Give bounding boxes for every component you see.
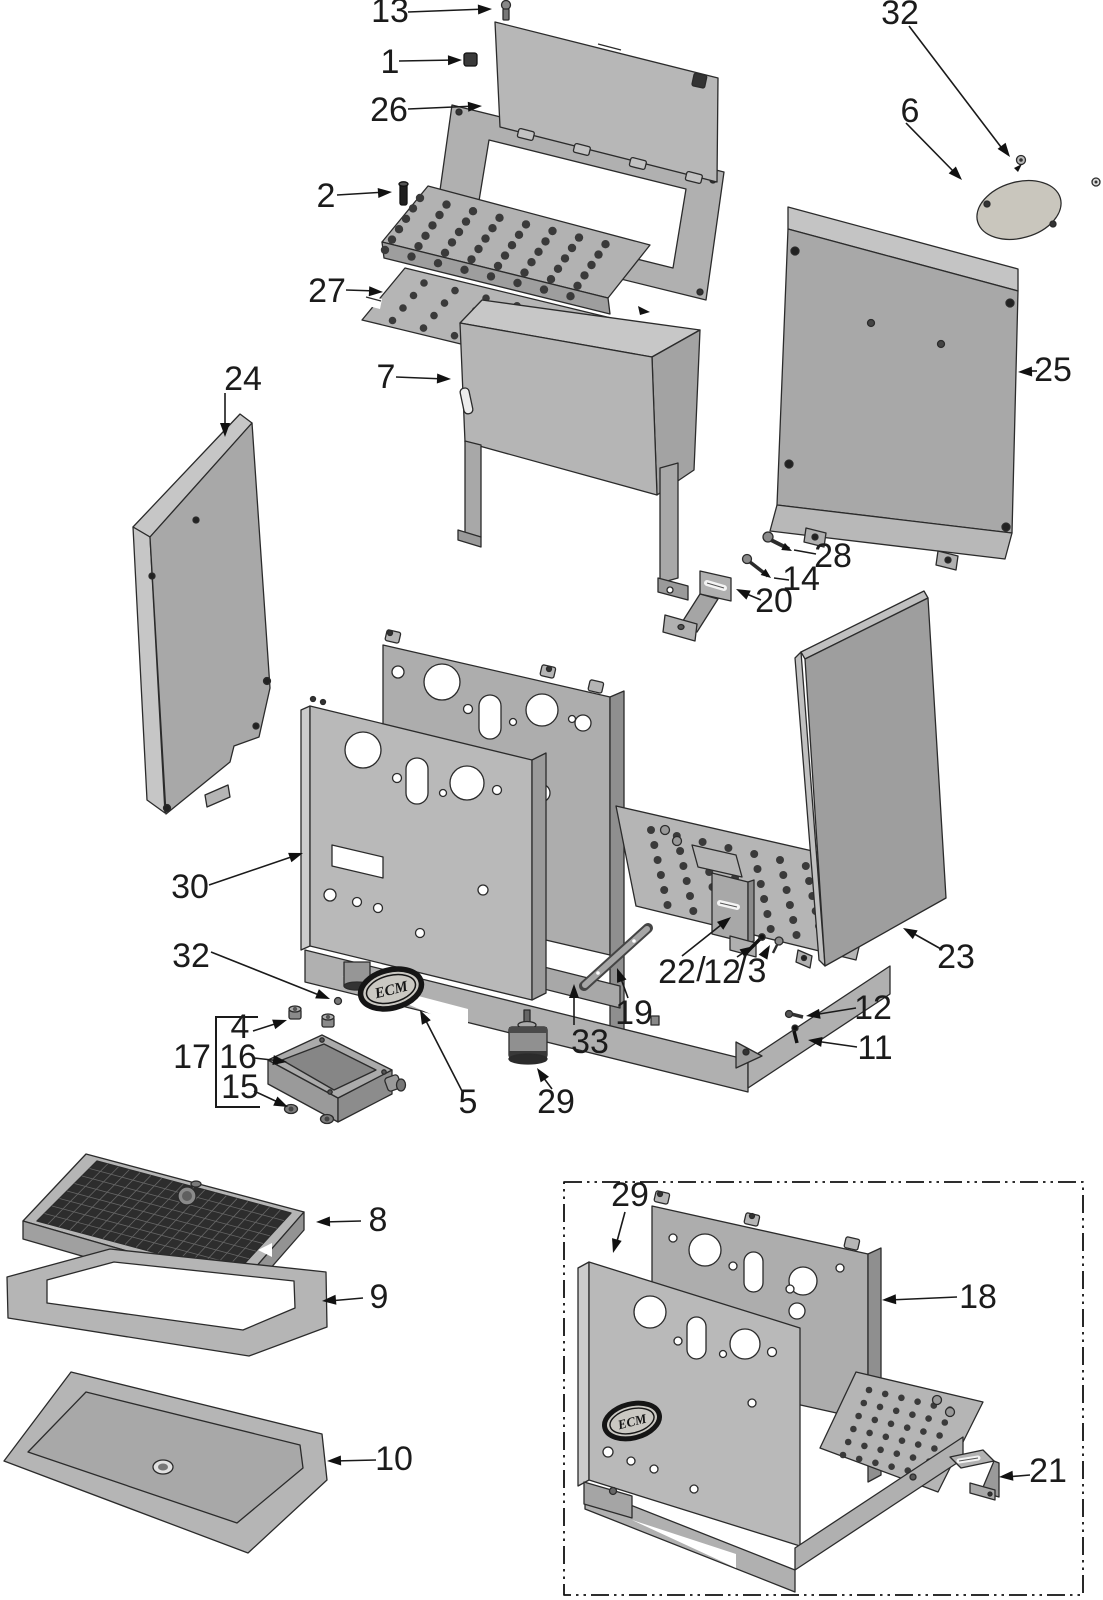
callout-29-inset: 29: [611, 1176, 649, 1214]
callout-24: 24: [224, 360, 262, 398]
callout-21: 21: [1029, 1452, 1067, 1490]
callout-30: 30: [171, 868, 209, 906]
callout-7: 7: [376, 358, 396, 396]
callout-5: 5: [458, 1083, 478, 1121]
ecm-badge-text-inset: ECM: [615, 1411, 648, 1433]
callout-2: 2: [316, 177, 336, 215]
cup-tray-lid: [494, 21, 719, 185]
callout-10: 10: [375, 1440, 413, 1478]
callout-17: 17: [173, 1038, 211, 1076]
arrowheads: [220, 4, 1033, 1481]
callout-1: 1: [380, 43, 400, 81]
callout-18: 18: [959, 1278, 997, 1316]
callout-15: 15: [221, 1068, 259, 1106]
callout-27: 27: [308, 272, 346, 310]
callout-12-right: 12: [854, 989, 892, 1027]
inset-detail-box: ECM: [563, 1181, 1084, 1596]
machine-foot-29: [508, 1009, 548, 1065]
callout-26: 26: [370, 91, 408, 129]
callout-23: 23: [937, 938, 975, 976]
callout-6: 6: [900, 92, 920, 130]
callout-19: 19: [615, 994, 653, 1032]
callout-13: 13: [371, 0, 409, 30]
callout-20: 20: [755, 582, 793, 620]
small-hardware-top: [398, 0, 650, 315]
bracket-20: [662, 570, 732, 642]
callout-slash-1: /: [696, 951, 706, 989]
callout-9: 9: [369, 1278, 389, 1316]
screw-11: [791, 1024, 799, 1044]
callout-11: 11: [857, 1029, 893, 1067]
bracket-21: [949, 1449, 1000, 1501]
drip-tray-frame: [6, 1248, 328, 1357]
callout-12-mid: 12: [703, 953, 741, 991]
callout-28: 28: [814, 537, 852, 575]
ecm-badge: ECM: [357, 966, 425, 1012]
electronics-cover: [457, 299, 701, 601]
screw-3: [771, 936, 784, 954]
screw-28: [762, 531, 792, 551]
trim-strip-19: [579, 923, 653, 991]
callout-32-left: 32: [172, 937, 210, 975]
callout-32-top: 32: [881, 0, 919, 32]
rear-panel: [769, 206, 1019, 571]
right-side-panel: [794, 590, 947, 969]
left-side-panel: [132, 413, 272, 815]
group-bracket-17: [215, 1016, 260, 1108]
callout-22: 22: [658, 953, 696, 991]
callout-4: 4: [230, 1008, 250, 1046]
callout-8: 8: [368, 1201, 388, 1239]
screw-14: [741, 553, 771, 578]
drip-tray-pan: [3, 1371, 328, 1554]
callout-25: 25: [1034, 351, 1072, 389]
oval-cover-plate: [976, 154, 1101, 241]
cup-tray-perforated-plate: [380, 185, 651, 315]
drain-box-group: [267, 996, 407, 1125]
callout-3: 3: [747, 952, 767, 990]
callout-29: 29: [537, 1083, 575, 1121]
callout-slash-2: /: [737, 950, 747, 988]
screw-12-lower: [784, 1009, 804, 1019]
callout-33: 33: [571, 1023, 609, 1061]
callout-14: 14: [782, 560, 820, 598]
callout-16: 16: [219, 1038, 257, 1076]
